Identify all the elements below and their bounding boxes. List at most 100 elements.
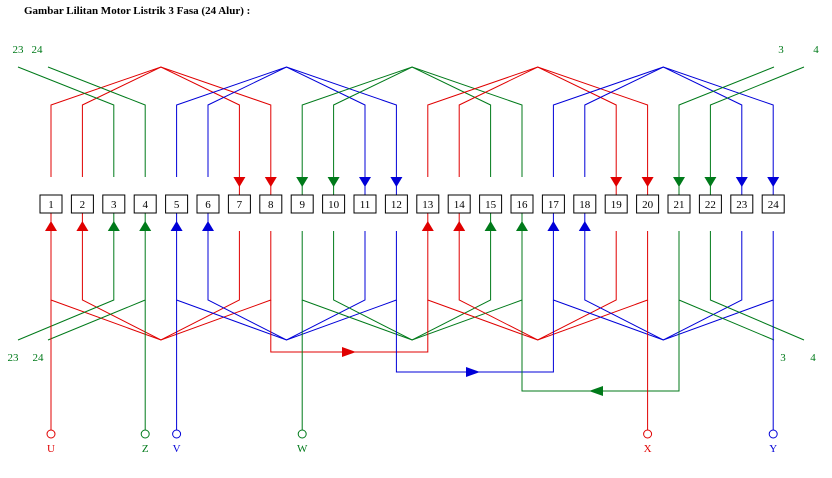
coil-top-wrap-21 xyxy=(678,66,775,177)
diagram-title: Gambar Lilitan Motor Listrik 3 Fasa (24 … xyxy=(24,5,251,17)
slot-number-23: 23 xyxy=(736,199,748,211)
slot-number-3: 3 xyxy=(111,199,117,211)
slot-box-15 xyxy=(479,194,503,214)
coil-top-10-15 xyxy=(333,66,492,177)
slot-number-4: 4 xyxy=(142,199,148,211)
coil-top-wrap-22 xyxy=(709,66,805,177)
slot-number-7: 7 xyxy=(237,199,243,211)
edge-label-bottom-right-4: 4 xyxy=(810,352,816,364)
terminal-label-U: U xyxy=(47,443,55,455)
coil-bottom-9-16 xyxy=(301,231,523,341)
terminal-label-X: X xyxy=(644,443,652,455)
slot-number-12: 12 xyxy=(391,199,402,211)
edge-label-bottom-right-3: 3 xyxy=(780,352,786,364)
arrow-down-24 xyxy=(767,177,780,187)
slot-number-14: 14 xyxy=(454,199,466,211)
terminal-U-icon xyxy=(46,429,56,439)
coil-bottom-13-20 xyxy=(427,231,649,341)
terminal-label-V: V xyxy=(173,443,181,455)
arrow-down-8 xyxy=(264,177,277,187)
slot-box-19 xyxy=(604,194,628,214)
slot-number-13: 13 xyxy=(422,199,434,211)
arrow-up-17 xyxy=(547,221,560,231)
edge-label-bottom-left-24: 24 xyxy=(33,352,45,364)
slot-number-6: 6 xyxy=(205,199,211,211)
slot-number-10: 10 xyxy=(328,199,340,211)
coil-bottom-18-23 xyxy=(584,231,743,341)
slot-number-19: 19 xyxy=(611,199,623,211)
coil-bottom-10-15 xyxy=(333,231,492,341)
arrow-down-22 xyxy=(704,177,717,187)
link-arrow-blue xyxy=(466,367,480,377)
slot-number-9: 9 xyxy=(299,199,305,211)
slot-number-22: 22 xyxy=(705,199,716,211)
arrow-up-18 xyxy=(578,221,591,231)
slot-box-3 xyxy=(102,194,126,214)
terminal-X-icon xyxy=(643,429,653,439)
slot-number-1: 1 xyxy=(48,199,54,211)
coil-bottom-5-12 xyxy=(176,231,397,341)
coil-bottom-17-24 xyxy=(552,231,774,341)
coil-bottom-wrap-3 xyxy=(17,231,115,341)
arrow-down-7 xyxy=(233,177,246,187)
slot-box-8 xyxy=(259,194,283,214)
edge-label-top-right-4: 4 xyxy=(813,44,819,56)
arrow-up-16 xyxy=(516,221,528,231)
slot-box-16 xyxy=(510,194,534,214)
slot-number-8: 8 xyxy=(268,199,274,211)
coil-bottom-6-11 xyxy=(207,231,366,341)
arrow-up-1 xyxy=(45,221,57,231)
coil-bottom-wrap-21 xyxy=(678,231,775,341)
coil-bottom-1-8 xyxy=(50,231,272,341)
slot-box-9 xyxy=(290,194,314,214)
arrow-up-4 xyxy=(139,221,152,231)
arrow-up-15 xyxy=(484,221,497,231)
slot-box-12 xyxy=(384,194,408,214)
arrow-down-21 xyxy=(673,177,685,187)
slot-number-20: 20 xyxy=(642,199,654,211)
arrow-down-20 xyxy=(641,177,654,187)
arrow-up-13 xyxy=(421,221,434,231)
coil-top-6-11 xyxy=(207,66,366,177)
arrow-up-3 xyxy=(107,221,120,231)
terminal-label-W: W xyxy=(297,443,308,455)
coil-bottom-14-19 xyxy=(458,231,617,341)
slot-box-24 xyxy=(761,194,785,214)
slot-number-15: 15 xyxy=(485,199,497,211)
edge-label-top-right-3: 3 xyxy=(778,44,784,56)
coil-top-14-19 xyxy=(458,66,617,177)
arrow-down-12 xyxy=(390,177,403,187)
slot-box-21 xyxy=(667,194,691,214)
slot-number-21: 21 xyxy=(674,199,685,211)
slot-box-14 xyxy=(447,194,471,214)
arrow-down-19 xyxy=(610,177,623,187)
slot-box-13 xyxy=(416,194,440,214)
slot-number-17: 17 xyxy=(548,199,560,211)
slot-box-4 xyxy=(133,194,157,214)
terminal-V-icon xyxy=(172,429,182,439)
terminal-W-icon xyxy=(297,429,307,439)
slot-box-23 xyxy=(730,194,754,214)
arrow-up-6 xyxy=(202,221,214,231)
slot-number-18: 18 xyxy=(579,199,591,211)
coil-bottom-2-7 xyxy=(81,231,240,341)
slot-number-2: 2 xyxy=(80,199,86,211)
arrow-down-23 xyxy=(735,177,748,187)
arrow-up-2 xyxy=(76,221,89,231)
slot-box-22 xyxy=(698,194,722,214)
terminal-label-Y: Y xyxy=(769,443,777,455)
slot-box-11 xyxy=(353,194,377,214)
arrow-up-5 xyxy=(170,221,183,231)
link-16-21 xyxy=(521,300,680,392)
slot-number-16: 16 xyxy=(517,199,529,211)
link-arrow-red xyxy=(342,347,356,357)
slot-box-17 xyxy=(541,194,565,214)
edge-label-bottom-left-23: 23 xyxy=(8,352,20,364)
coil-bottom-wrap-22 xyxy=(709,231,805,341)
slot-box-18 xyxy=(573,194,597,214)
arrow-down-9 xyxy=(296,177,309,187)
edge-label-top-left-24: 24 xyxy=(32,44,44,56)
slot-number-24: 24 xyxy=(768,199,780,211)
arrow-down-10 xyxy=(327,177,340,187)
